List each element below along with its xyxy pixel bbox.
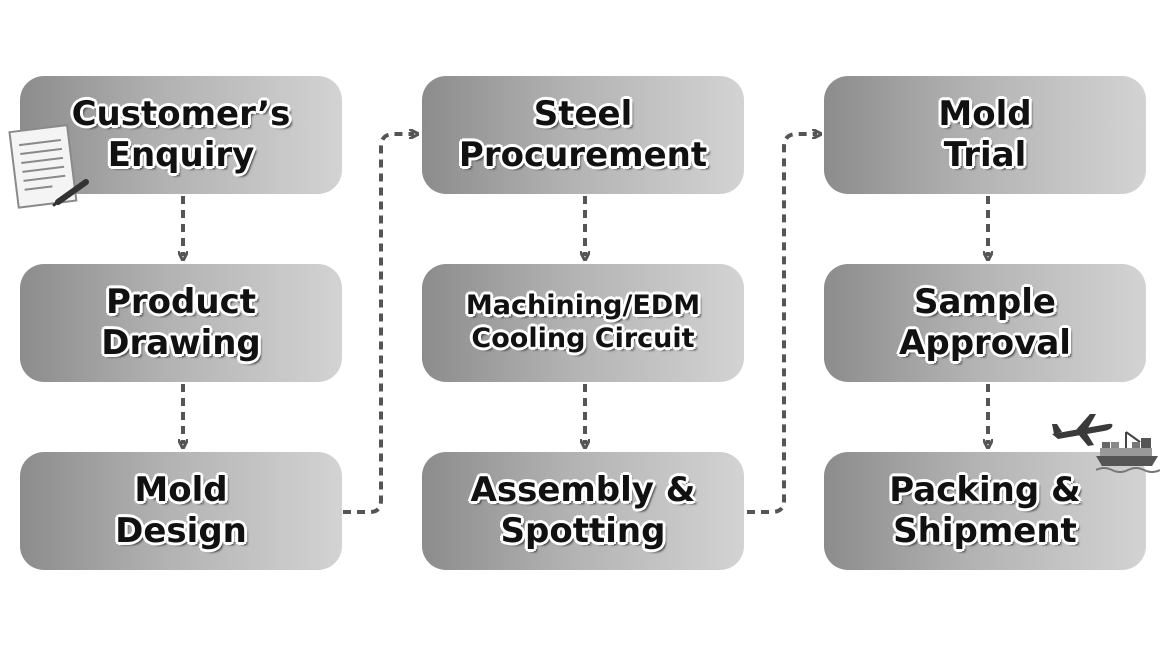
step-sample-approval: Sample Approval bbox=[824, 264, 1146, 382]
cargo-ship-icon bbox=[1096, 431, 1160, 473]
step-steel-procurement: Steel Procurement bbox=[422, 76, 744, 194]
step-label-line-1: Steel bbox=[533, 93, 633, 134]
arrow-design-to-steel bbox=[343, 134, 414, 514]
step-assembly-spotting: Assembly & Spotting bbox=[422, 452, 744, 570]
step-label-line-2: Enquiry bbox=[107, 135, 255, 175]
step-label-line-1: Mold bbox=[134, 469, 228, 510]
step-label-line-2: Spotting bbox=[500, 511, 666, 551]
step-label-line-1: Sample bbox=[914, 281, 1056, 322]
document-with-pen-icon bbox=[8, 124, 89, 209]
step-packing-shipment: Packing & Shipment bbox=[824, 452, 1146, 570]
arrow-assembly-to-trial bbox=[747, 134, 817, 514]
step-label-line-1: Packing & bbox=[889, 469, 1081, 510]
step-label-line-1: Machining/EDM bbox=[465, 290, 701, 322]
step-label-line-2: Approval bbox=[899, 323, 1071, 363]
step-label-line-2: Drawing bbox=[101, 323, 261, 363]
step-label-line-2: Trial bbox=[943, 135, 1027, 175]
step-label-line-2: Procurement bbox=[458, 135, 708, 175]
step-label-line-1: Customer’s bbox=[71, 93, 291, 134]
step-product-drawing: Product Drawing bbox=[20, 264, 342, 382]
step-customers-enquiry: Customer’s Enquiry bbox=[20, 76, 342, 194]
step-mold-design: Mold Design bbox=[20, 452, 342, 570]
step-label-line-1: Mold bbox=[938, 93, 1032, 134]
step-mold-trial: Mold Trial bbox=[824, 76, 1146, 194]
step-label-line-1: Product bbox=[106, 281, 256, 322]
step-label-line-2: Shipment bbox=[893, 511, 1077, 551]
airplane-icon bbox=[1052, 414, 1113, 446]
step-machining-edm: Machining/EDM Cooling Circuit bbox=[422, 264, 744, 382]
step-label-line-1: Assembly & bbox=[470, 469, 696, 510]
step-label-line-2: Cooling Circuit bbox=[471, 323, 695, 354]
step-label-line-2: Design bbox=[115, 511, 247, 551]
